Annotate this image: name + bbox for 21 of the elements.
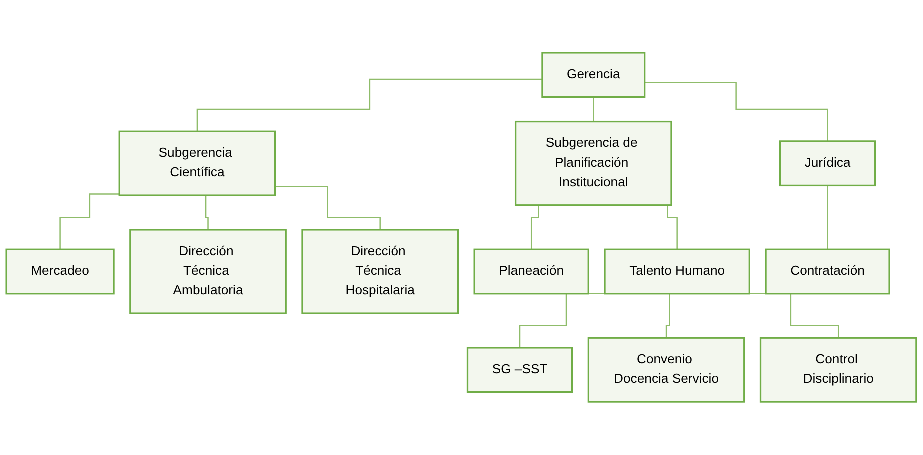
connector <box>827 185 828 250</box>
connector <box>666 293 673 339</box>
node-box: Planeación <box>474 248 590 295</box>
node-box: Dirección Técnica Hospitalaria <box>302 229 459 314</box>
node-box: Dirección Técnica Ambulatoria <box>130 229 287 314</box>
node-box: Talento Humano <box>604 248 750 295</box>
connector <box>204 194 209 231</box>
node-box: SG –SST <box>466 347 574 394</box>
node-box: Mercadeo <box>6 248 115 295</box>
connector <box>60 194 120 250</box>
connector <box>644 82 828 142</box>
connector <box>196 78 542 132</box>
node-box: Contratación <box>765 248 890 295</box>
node-box: Gerencia <box>542 52 646 98</box>
node-box: Jurídica <box>779 140 876 187</box>
connector <box>275 186 381 231</box>
node-box: Subgerencia Científica <box>118 130 276 196</box>
node-box: Subgerencia de Planificación Institucional <box>514 120 672 206</box>
node-box: Control Disciplinario <box>760 337 918 403</box>
connector <box>593 96 594 122</box>
node-box: Convenio Docencia Servicio <box>588 337 746 403</box>
